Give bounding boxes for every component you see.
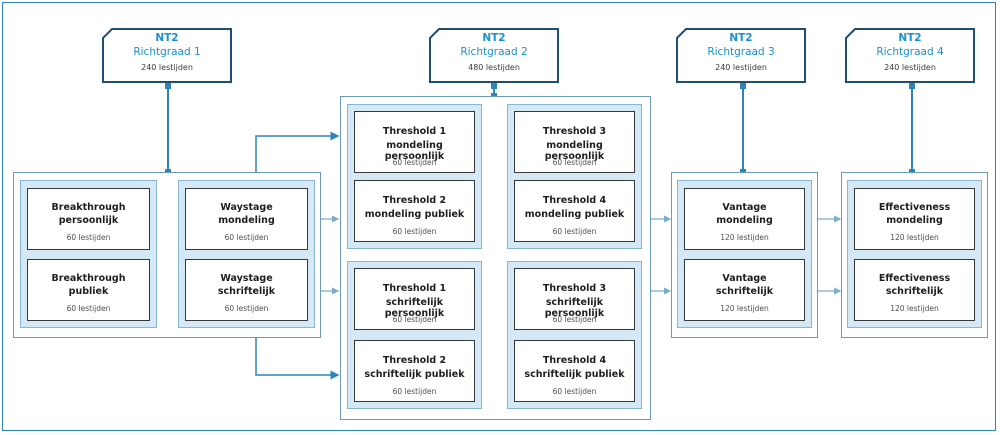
module-hours: 60 lestijden bbox=[224, 233, 269, 242]
module-breakthrough-persoonlijk: Breakthrough persoonlijk 60 lestijden bbox=[27, 188, 150, 250]
column-waystage: Waystage mondeling 60 lestijden Waystage… bbox=[178, 180, 315, 328]
module-threshold-1-schriftelijk: Threshold 1 schriftelijk persoonlijk 60 … bbox=[354, 268, 475, 330]
module-subtitle: schriftelijk bbox=[715, 286, 774, 297]
level-code: NT2 bbox=[898, 32, 922, 44]
module-hours: 120 lestijden bbox=[890, 233, 939, 242]
module-subtitle: mondeling publiek bbox=[364, 209, 465, 220]
level-code: NT2 bbox=[155, 32, 179, 44]
module-subtitle: schriftelijk bbox=[217, 286, 276, 297]
module-subtitle: schriftelijk persoonlijk bbox=[544, 297, 605, 319]
module-title: Threshold 4 bbox=[542, 355, 607, 366]
level-tab-4: NT2 Richtgraad 4 240 lestijden bbox=[845, 28, 975, 83]
module-title: Breakthrough bbox=[51, 202, 126, 213]
module-title: Threshold 3 bbox=[542, 283, 607, 294]
column-threshold-schriftelijk-a: Threshold 1 schriftelijk persoonlijk 60 … bbox=[347, 261, 482, 409]
module-title: Waystage bbox=[220, 202, 273, 213]
module-vantage-mondeling: Vantage mondeling 120 lestijden bbox=[684, 188, 805, 250]
module-title: Threshold 2 bbox=[382, 195, 447, 206]
module-title: Vantage bbox=[722, 202, 767, 213]
column-vantage: Vantage mondeling 120 lestijden Vantage … bbox=[677, 180, 812, 328]
module-subtitle: mondeling persoonlijk bbox=[544, 140, 605, 162]
module-effectiveness-schriftelijk: Effectiveness schriftelijk 120 lestijden bbox=[854, 259, 975, 321]
module-title: Threshold 4 bbox=[542, 195, 607, 206]
module-subtitle: schriftelijk publiek bbox=[524, 369, 625, 380]
level-tab-3: NT2 Richtgraad 3 240 lestijden bbox=[676, 28, 806, 83]
module-subtitle: publiek bbox=[68, 286, 109, 297]
module-subtitle: schriftelijk bbox=[885, 286, 944, 297]
module-title: Waystage bbox=[220, 273, 273, 284]
module-waystage-schriftelijk: Waystage schriftelijk 60 lestijden bbox=[185, 259, 308, 321]
module-hours: 60 lestijden bbox=[66, 233, 111, 242]
module-hours: 60 lestijden bbox=[66, 304, 111, 313]
module-title: Effectiveness bbox=[878, 273, 951, 284]
module-threshold-2-schriftelijk: Threshold 2 schriftelijk publiek 60 lest… bbox=[354, 340, 475, 402]
module-effectiveness-mondeling: Effectiveness mondeling 120 lestijden bbox=[854, 188, 975, 250]
module-subtitle: persoonlijk bbox=[58, 215, 119, 226]
module-hours: 60 lestijden bbox=[552, 315, 597, 324]
module-title: Threshold 2 bbox=[382, 355, 447, 366]
module-title: Vantage bbox=[722, 273, 767, 284]
module-subtitle: mondeling persoonlijk bbox=[384, 140, 445, 162]
module-hours: 60 lestijden bbox=[552, 227, 597, 236]
module-subtitle: mondeling publiek bbox=[524, 209, 625, 220]
column-threshold-schriftelijk-b: Threshold 3 schriftelijk persoonlijk 60 … bbox=[507, 261, 642, 409]
module-waystage-mondeling: Waystage mondeling 60 lestijden bbox=[185, 188, 308, 250]
module-hours: 60 lestijden bbox=[392, 158, 437, 167]
column-effectiveness: Effectiveness mondeling 120 lestijden Ef… bbox=[847, 180, 982, 328]
module-threshold-1-mondeling: Threshold 1 mondeling persoonlijk 60 les… bbox=[354, 111, 475, 173]
level-name: Richtgraad 2 bbox=[460, 46, 528, 58]
module-hours: 60 lestijden bbox=[392, 387, 437, 396]
level-name: Richtgraad 3 bbox=[707, 46, 775, 58]
module-subtitle: schriftelijk publiek bbox=[364, 369, 465, 380]
module-hours: 60 lestijden bbox=[552, 387, 597, 396]
module-threshold-3-schriftelijk: Threshold 3 schriftelijk persoonlijk 60 … bbox=[514, 268, 635, 330]
module-subtitle: mondeling bbox=[886, 215, 943, 226]
module-hours: 60 lestijden bbox=[224, 304, 269, 313]
level-tab-1: NT2 Richtgraad 1 240 lestijden bbox=[102, 28, 232, 83]
module-threshold-3-mondeling: Threshold 3 mondeling persoonlijk 60 les… bbox=[514, 111, 635, 173]
level-code: NT2 bbox=[729, 32, 753, 44]
column-threshold-mondeling-b: Threshold 3 mondeling persoonlijk 60 les… bbox=[507, 104, 642, 249]
module-hours: 120 lestijden bbox=[720, 233, 769, 242]
module-hours: 120 lestijden bbox=[720, 304, 769, 313]
level-name: Richtgraad 1 bbox=[133, 46, 201, 58]
level-hours: 240 lestijden bbox=[715, 63, 767, 72]
level-code: NT2 bbox=[482, 32, 506, 44]
level-name: Richtgraad 4 bbox=[876, 46, 944, 58]
module-vantage-schriftelijk: Vantage schriftelijk 120 lestijden bbox=[684, 259, 805, 321]
module-title: Breakthrough bbox=[51, 273, 126, 284]
module-threshold-2-mondeling: Threshold 2 mondeling publiek 60 lestijd… bbox=[354, 180, 475, 242]
module-subtitle: schriftelijk persoonlijk bbox=[384, 297, 445, 319]
module-subtitle: mondeling bbox=[716, 215, 773, 226]
module-subtitle: mondeling bbox=[218, 215, 275, 226]
module-title: Effectiveness bbox=[878, 202, 951, 213]
module-hours: 60 lestijden bbox=[392, 227, 437, 236]
module-title: Threshold 1 bbox=[382, 126, 447, 137]
level-hours: 240 lestijden bbox=[884, 63, 936, 72]
column-threshold-mondeling-a: Threshold 1 mondeling persoonlijk 60 les… bbox=[347, 104, 482, 249]
level-hours: 240 lestijden bbox=[141, 63, 193, 72]
module-title: Threshold 3 bbox=[542, 126, 607, 137]
column-breakthrough: Breakthrough persoonlijk 60 lestijden Br… bbox=[20, 180, 157, 328]
module-hours: 60 lestijden bbox=[392, 315, 437, 324]
module-title: Threshold 1 bbox=[382, 283, 447, 294]
module-breakthrough-publiek: Breakthrough publiek 60 lestijden bbox=[27, 259, 150, 321]
module-threshold-4-mondeling: Threshold 4 mondeling publiek 60 lestijd… bbox=[514, 180, 635, 242]
level-hours: 480 lestijden bbox=[468, 63, 520, 72]
module-threshold-4-schriftelijk: Threshold 4 schriftelijk publiek 60 lest… bbox=[514, 340, 635, 402]
module-hours: 60 lestijden bbox=[552, 158, 597, 167]
module-hours: 120 lestijden bbox=[890, 304, 939, 313]
level-tab-2: NT2 Richtgraad 2 480 lestijden bbox=[429, 28, 559, 83]
